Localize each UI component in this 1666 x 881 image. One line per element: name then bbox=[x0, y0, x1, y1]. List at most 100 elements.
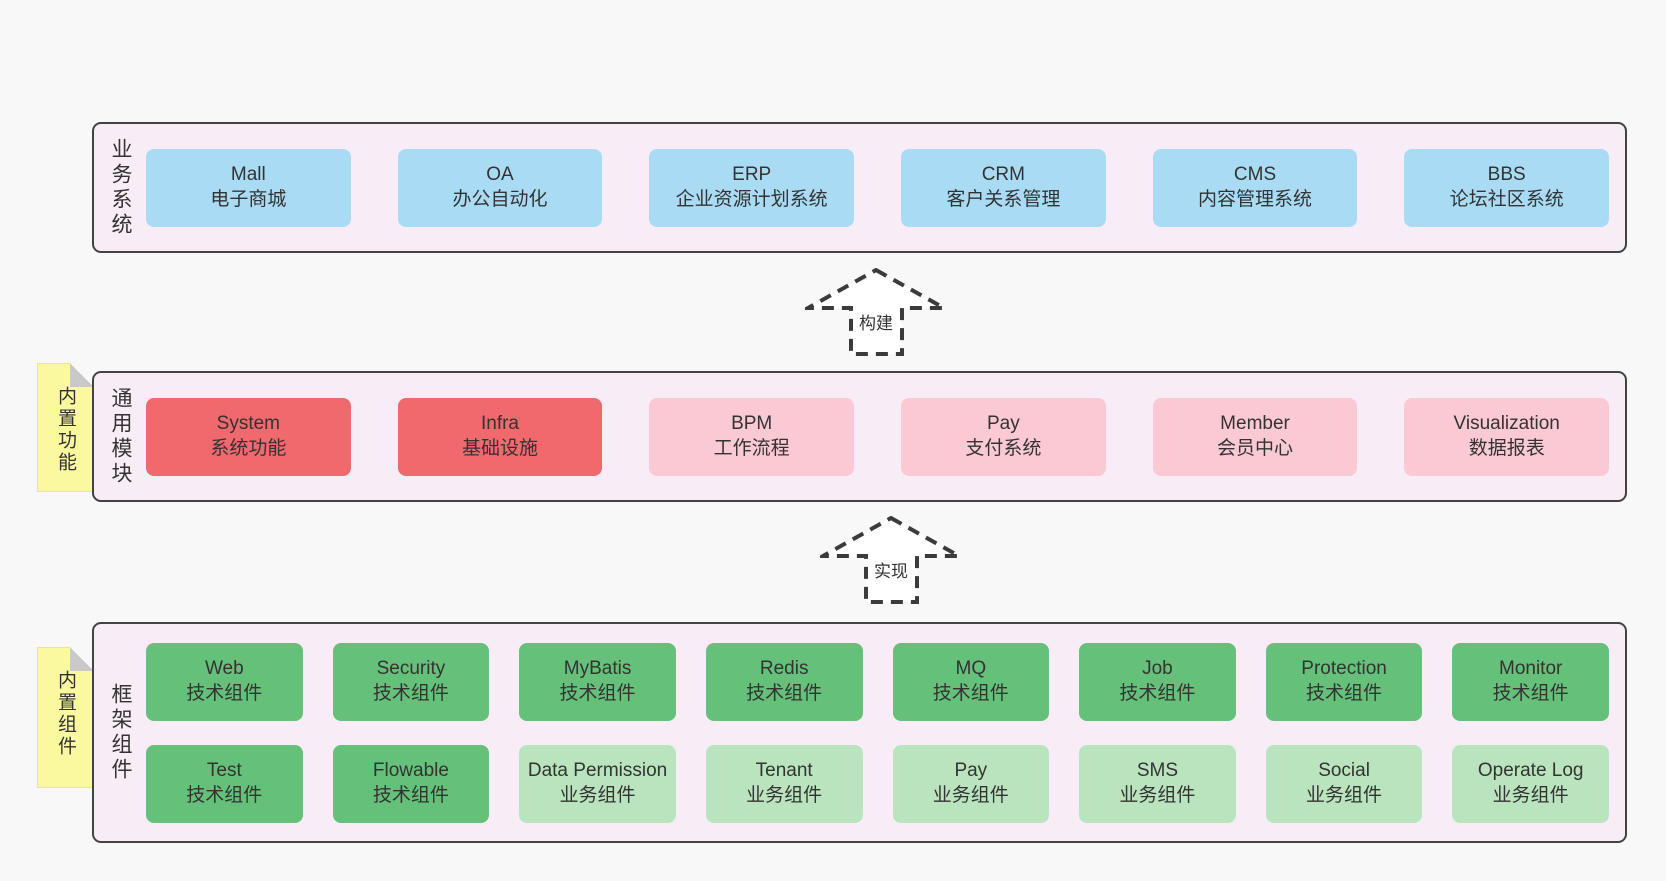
component-box-system: System 系统功能 bbox=[146, 397, 351, 476]
component-box-web: Web 技术组件 bbox=[146, 642, 303, 721]
component-desc: 技术组件 bbox=[372, 784, 449, 806]
component-desc: 系统功能 bbox=[210, 437, 287, 459]
component-box-social: Social 业务组件 bbox=[1265, 744, 1423, 823]
component-box-mq: MQ 技术组件 bbox=[892, 642, 1050, 721]
component-name: Monitor bbox=[1499, 657, 1563, 679]
component-box-bpm: BPM 工作流程 bbox=[649, 397, 855, 476]
component-desc: 支付系统 bbox=[965, 437, 1042, 459]
component-name: Member bbox=[1220, 412, 1290, 434]
folded-corner-icon bbox=[70, 647, 94, 671]
component-box-flowable: Flowable 技术组件 bbox=[332, 744, 490, 823]
component-desc: 技术组件 bbox=[746, 682, 823, 704]
component-box-mybatis: MyBatis 技术组件 bbox=[519, 642, 676, 721]
component-desc: 业务组件 bbox=[1306, 784, 1383, 806]
component-row: System 系统功能 Infra 基础设施 BPM 工作流程 Pay 支付系统 Member 会… bbox=[146, 397, 1610, 476]
component-name: Test bbox=[206, 759, 242, 781]
component-box-member: Member 会员中心 bbox=[1152, 397, 1358, 476]
component-desc: 企业资源计划系统 bbox=[675, 188, 828, 210]
component-desc: 业务组件 bbox=[1119, 784, 1196, 806]
arrow-up-build: 构建 bbox=[805, 268, 947, 356]
component-name: Flowable bbox=[372, 759, 449, 781]
component-name: Visualization bbox=[1453, 412, 1560, 434]
component-desc: 业务组件 bbox=[1492, 784, 1569, 806]
component-box-monitor: Monitor 技术组件 bbox=[1452, 642, 1609, 721]
component-name: OA bbox=[486, 163, 514, 185]
component-name: Protection bbox=[1301, 657, 1387, 679]
sticky-note-built-in-components: 内置组件 bbox=[37, 647, 94, 788]
component-desc: 办公自动化 bbox=[452, 188, 548, 210]
component-name: Pay bbox=[986, 412, 1020, 434]
component-desc: 论坛社区系统 bbox=[1449, 188, 1564, 210]
component-name: Pay bbox=[954, 759, 988, 781]
component-box-oa: OA 办公自动化 bbox=[397, 148, 603, 227]
component-desc: 业务组件 bbox=[559, 784, 636, 806]
component-desc: 业务组件 bbox=[746, 784, 823, 806]
component-desc: 基础设施 bbox=[462, 437, 539, 459]
component-box-bbs: BBS 论坛社区系统 bbox=[1404, 148, 1610, 227]
component-desc: 技术组件 bbox=[559, 682, 636, 704]
component-name: MyBatis bbox=[563, 657, 632, 679]
component-name: SMS bbox=[1136, 759, 1179, 781]
arrow-label: 构建 bbox=[856, 309, 896, 334]
component-name: Tenant bbox=[755, 759, 813, 781]
component-box-security: Security 技术组件 bbox=[332, 642, 490, 721]
component-desc: 客户关系管理 bbox=[946, 188, 1061, 210]
component-name: Operate Log bbox=[1477, 759, 1584, 781]
component-name: Mall bbox=[230, 163, 266, 185]
component-desc: 技术组件 bbox=[932, 682, 1009, 704]
component-box-pay: Pay 支付系统 bbox=[901, 397, 1106, 476]
component-desc: 技术组件 bbox=[1306, 682, 1383, 704]
component-box-visualization: Visualization 数据报表 bbox=[1404, 397, 1610, 476]
sticky-note-built-in-features: 内置功能 bbox=[37, 363, 94, 492]
component-box-infra: Infra 基础设施 bbox=[397, 397, 603, 476]
component-desc: 技术组件 bbox=[1492, 682, 1569, 704]
component-name: Security bbox=[376, 657, 446, 679]
component-box-tenant: Tenant 业务组件 bbox=[705, 744, 863, 823]
component-desc: 技术组件 bbox=[372, 682, 449, 704]
component-box-crm: CRM 客户关系管理 bbox=[901, 148, 1106, 227]
component-box-redis: Redis 技术组件 bbox=[705, 642, 863, 721]
component-name: Infra bbox=[480, 412, 520, 434]
component-box-test: Test 技术组件 bbox=[146, 744, 303, 823]
band-label: 业务系统 bbox=[109, 137, 132, 238]
component-desc: 工作流程 bbox=[713, 437, 790, 459]
component-box-sms: SMS 业务组件 bbox=[1079, 744, 1236, 823]
component-desc: 技术组件 bbox=[186, 682, 263, 704]
component-desc: 数据报表 bbox=[1468, 437, 1545, 459]
component-name: CRM bbox=[981, 163, 1025, 185]
component-name: MQ bbox=[955, 657, 987, 679]
note-label: 内置组件 bbox=[55, 670, 76, 758]
component-desc: 技术组件 bbox=[186, 784, 263, 806]
band-label: 框架组件 bbox=[109, 682, 132, 783]
component-box-mall: Mall 电子商城 bbox=[146, 148, 351, 227]
component-name: BBS bbox=[1487, 163, 1526, 185]
component-name: Social bbox=[1318, 759, 1370, 781]
component-name: Redis bbox=[759, 657, 809, 679]
component-name: CMS bbox=[1233, 163, 1277, 185]
component-name: BPM bbox=[731, 412, 773, 434]
component-box-operate-log: Operate Log 业务组件 bbox=[1452, 744, 1609, 823]
band-common-modules: 通用模块 System 系统功能 Infra 基础设施 BPM 工作流程 Pay 支付系统 Me… bbox=[92, 371, 1627, 502]
component-desc: 技术组件 bbox=[1119, 682, 1196, 704]
band-label: 通用模块 bbox=[109, 386, 132, 487]
band-boxes: System 系统功能 Infra 基础设施 BPM 工作流程 Pay 支付系统 Member 会… bbox=[146, 373, 1625, 500]
component-name: Web bbox=[204, 657, 244, 679]
arrow-up-implement: 实现 bbox=[820, 516, 962, 604]
component-desc: 会员中心 bbox=[1217, 437, 1294, 459]
component-box-protection: Protection 技术组件 bbox=[1265, 642, 1423, 721]
component-desc: 电子商城 bbox=[210, 188, 287, 210]
note-label: 内置功能 bbox=[55, 386, 76, 474]
component-name: System bbox=[216, 412, 281, 434]
